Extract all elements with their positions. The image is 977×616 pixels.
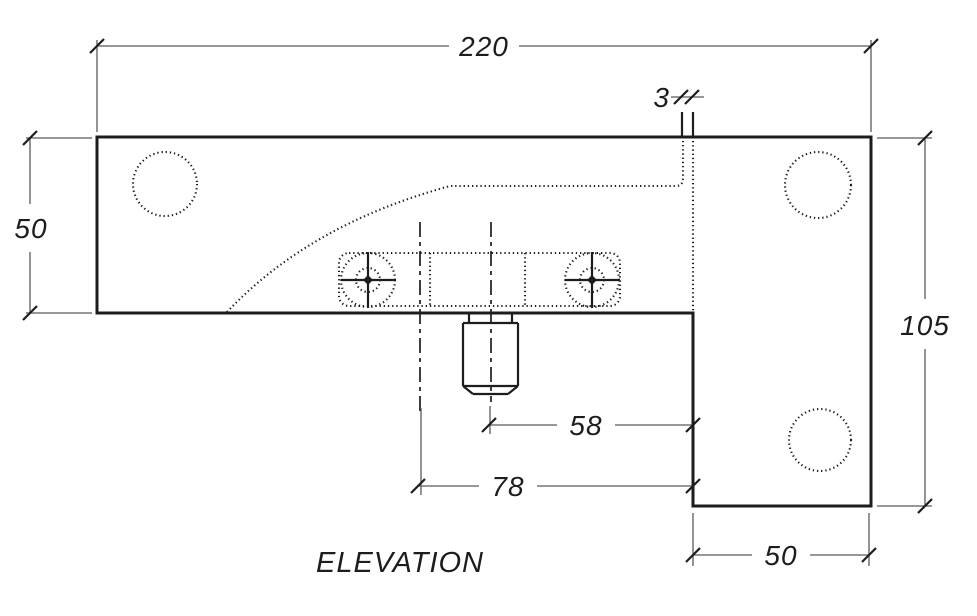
dimension-tick: [89, 38, 105, 54]
dimension-text: 50: [14, 213, 47, 244]
dimension-tick: [685, 417, 701, 433]
dimension-tick: [863, 38, 879, 54]
fastener-crosshair-right: [563, 251, 621, 309]
dimension-tick: [410, 478, 426, 494]
hidden-edges: [226, 141, 695, 313]
dimension-tick: [917, 498, 933, 514]
dimension-text: 220: [458, 31, 509, 62]
bolt-body: [461, 321, 520, 396]
dimension-text: 78: [491, 471, 524, 502]
dimension-text: 58: [569, 410, 602, 441]
hidden-holes: [131, 150, 853, 473]
dim-overall-height: 105: [877, 130, 950, 514]
dimension-text: 50: [764, 540, 797, 571]
dimension-tick: [673, 89, 689, 105]
hole-bottom-right: [787, 407, 853, 473]
dimension-tick: [861, 547, 877, 563]
dim-centerline-to-leg: 78: [410, 471, 701, 502]
crosshair-center-dot: [363, 275, 373, 285]
dimension-text: 105: [900, 310, 950, 341]
dimension-tick: [917, 130, 933, 146]
fastener-bracket: [337, 251, 622, 309]
dim-overall-width: 220: [89, 31, 879, 132]
hidden-bend-line: [226, 141, 685, 313]
dim-plate-thickness: 3: [653, 82, 704, 113]
dimension-tick: [684, 89, 700, 105]
dimension-tick: [22, 305, 38, 321]
dimension-tick: [22, 130, 38, 146]
dimension-text: 3: [653, 82, 670, 113]
part-outline: [95, 135, 873, 508]
dimension-tick: [685, 547, 701, 563]
thickness-edges: [680, 112, 695, 137]
fastener-crosshair-left: [339, 251, 397, 309]
dimension-tick: [685, 478, 701, 494]
dim-flange-height: 50: [14, 130, 92, 321]
bolt: [461, 313, 520, 396]
dim-bolt-to-leg: 58: [481, 410, 701, 441]
dimension-tick: [481, 417, 497, 433]
centerlines: [419, 222, 492, 495]
hole-top-left: [131, 150, 199, 218]
hole-top-right: [783, 150, 853, 220]
bracket-outline: [337, 251, 622, 308]
dim-leg-width: 50: [685, 513, 877, 571]
crosshair-center-dot: [587, 275, 597, 285]
view-title: ELEVATION: [316, 547, 484, 579]
